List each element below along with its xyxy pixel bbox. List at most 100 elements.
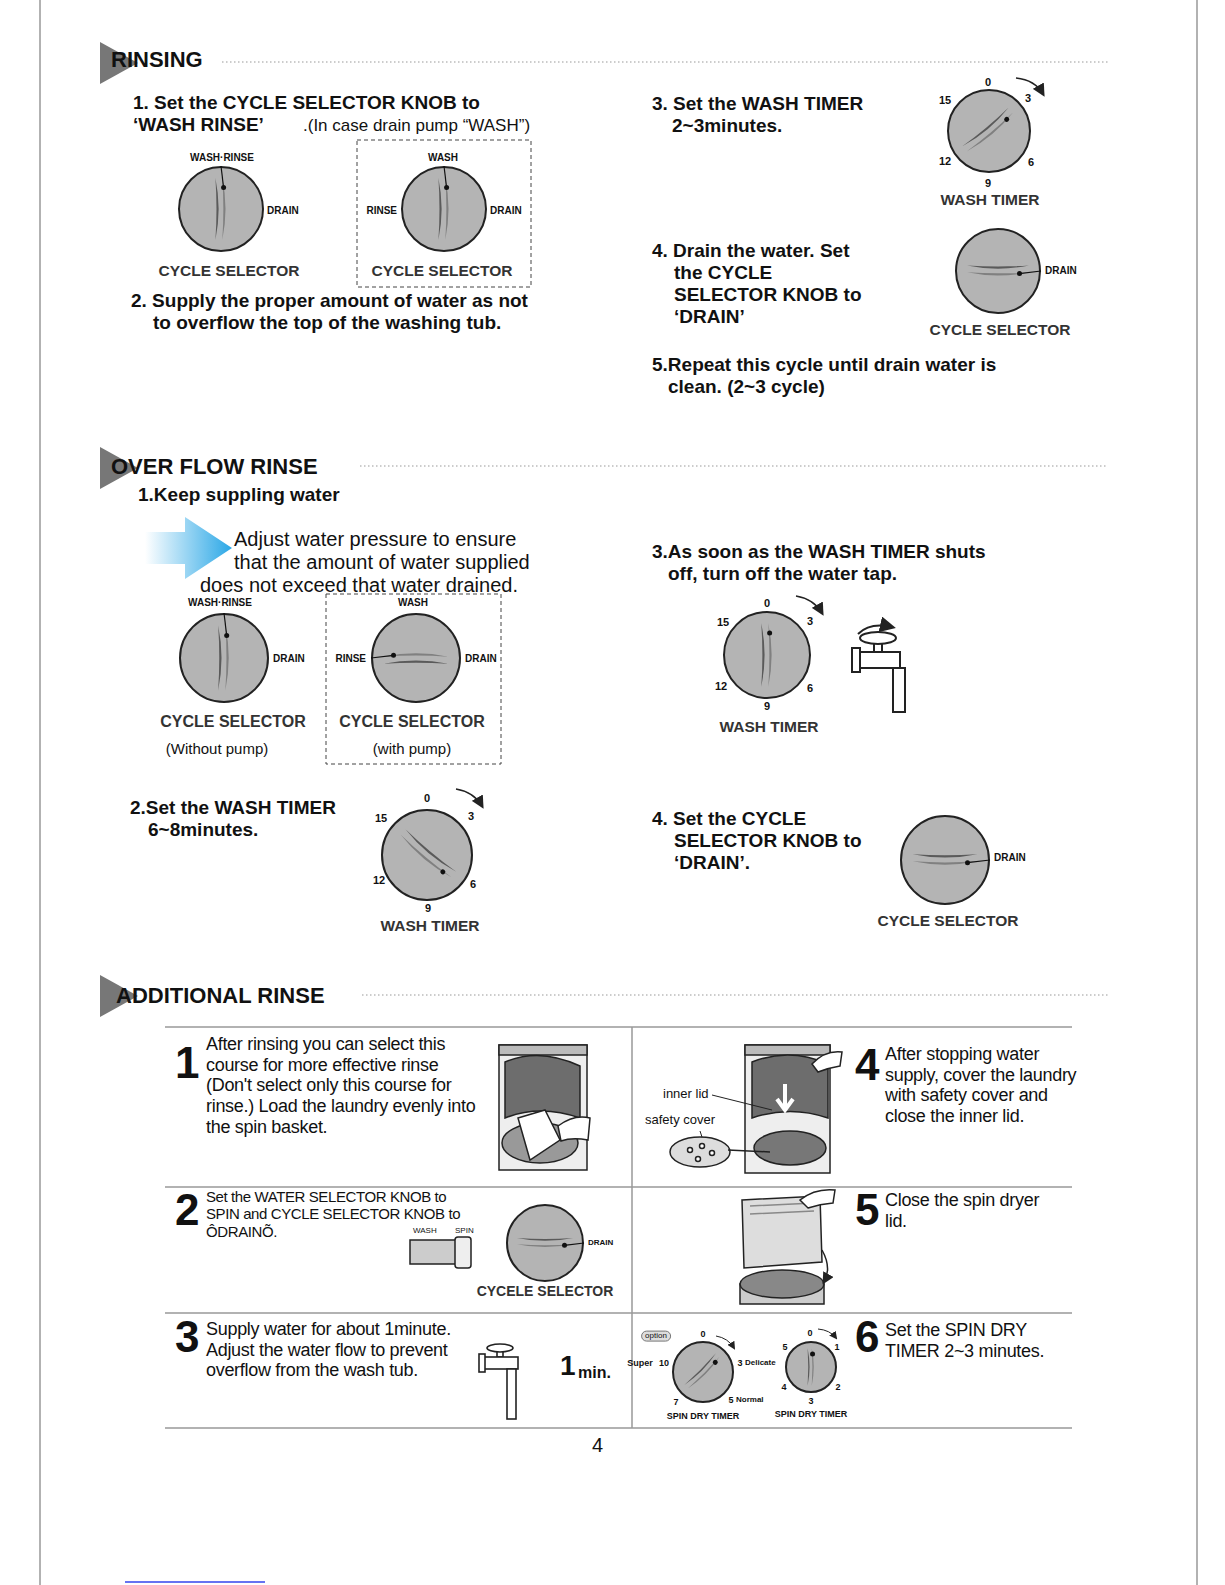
drawing-part xyxy=(754,1131,826,1165)
drawing-part xyxy=(517,1238,573,1241)
knob-face xyxy=(672,1341,734,1403)
drawing-part xyxy=(438,166,449,240)
drawing-part xyxy=(948,90,1030,172)
instruction-text: 5.Repeat this cycle until drain water is… xyxy=(652,354,1048,398)
dial-label: option xyxy=(641,1331,671,1342)
drawing-part xyxy=(125,1581,265,1583)
drawing-part xyxy=(962,107,1015,154)
dial-label: CYCLE SELECTOR xyxy=(372,262,513,280)
drawing-part xyxy=(860,632,896,644)
drawing-part xyxy=(221,166,224,188)
drawing-part xyxy=(786,1342,836,1392)
step-cell: 2Set the WATER SELECTOR KNOB to SPIN and… xyxy=(165,1187,632,1313)
page-number: 4 xyxy=(592,1434,603,1457)
dial-label: Super xyxy=(627,1358,653,1368)
drawing-part xyxy=(1196,0,1198,1585)
dial-label: DRAIN xyxy=(273,653,305,665)
step-number: 4 xyxy=(855,1040,879,1091)
section-heading: RINSING xyxy=(111,47,203,72)
drawing-part xyxy=(180,614,268,702)
drawing-part xyxy=(684,1353,717,1386)
drawing-part xyxy=(507,1205,583,1281)
drawing-part xyxy=(688,1357,721,1390)
drawing-part xyxy=(371,655,394,658)
dial-label: 3 xyxy=(737,1358,742,1368)
dial-label: 3 xyxy=(807,615,813,628)
instruction-text: 2. Supply the proper amount of water as … xyxy=(131,290,543,334)
dial-label: 12 xyxy=(715,680,727,693)
instruction-note: .(In case drain pump “WASH”) xyxy=(303,116,530,136)
dial-label: 15 xyxy=(375,812,387,825)
instruction-text: 3.As soon as the WASH TIMER shuts off, t… xyxy=(652,541,1013,585)
dial-label: 0 xyxy=(424,792,430,805)
drawing-part xyxy=(761,623,764,686)
machine-cover xyxy=(670,1045,842,1173)
step-number: 3 xyxy=(175,1312,199,1363)
drawing-part xyxy=(371,614,460,702)
drawing-part xyxy=(165,1186,1072,1188)
dial-label: 15 xyxy=(939,94,951,107)
drawing-part xyxy=(360,465,1108,466)
drawing-part xyxy=(670,1137,730,1167)
switch-label: WASH xyxy=(413,1226,437,1235)
drawing-part xyxy=(39,0,41,1585)
drawing-part xyxy=(913,854,978,857)
knob-face xyxy=(785,1341,837,1393)
drawing-part xyxy=(399,835,452,880)
drawing-part xyxy=(479,1354,485,1372)
drawing-part xyxy=(439,868,446,875)
drawing-part xyxy=(901,816,989,904)
knob-dial: WASH·RINSEDRAINCYCLE SELECTOR(Without pu… xyxy=(179,613,269,703)
drawing-part xyxy=(165,1312,1072,1314)
drawing-part xyxy=(1020,271,1042,274)
drawing-part xyxy=(852,648,860,672)
drawing-part xyxy=(777,1084,793,1110)
drawing-part xyxy=(808,1348,810,1385)
knob-dial: 03691215WASH TIMER xyxy=(381,809,473,901)
drawing-part xyxy=(565,1243,585,1245)
dial-label: CYCELE SELECTOR xyxy=(477,1283,614,1299)
section-heading: ADDITIONAL RINSE xyxy=(116,983,325,1008)
drawing-part xyxy=(382,810,472,900)
turn-arrow xyxy=(456,78,1043,1348)
drawing-part xyxy=(456,789,482,806)
page-border xyxy=(40,0,1197,1585)
dial-label: RINSE xyxy=(366,205,397,217)
part-label: inner lid xyxy=(663,1087,709,1102)
drawing-part xyxy=(357,140,531,287)
dial-label: CYCLE SELECTOR xyxy=(159,262,300,280)
dial-label: DRAIN xyxy=(490,205,522,217)
drawing-part xyxy=(507,1205,584,1281)
drawing-part xyxy=(818,1329,836,1338)
dial-label: 12 xyxy=(939,155,951,168)
dial-label: 0 xyxy=(764,597,770,610)
water-tap xyxy=(479,1344,518,1419)
dial-label: SPIN DRY TIMER xyxy=(667,1411,740,1421)
knob-dial: 012345SPIN DRY TIMER xyxy=(785,1341,837,1393)
drawing-part xyxy=(215,178,218,240)
step-text: Close the spin dryer lid. xyxy=(885,1190,1065,1231)
knob-dial: DRAINCYCELE SELECTOR xyxy=(506,1204,584,1282)
dial-label: WASH xyxy=(398,597,428,609)
drawing-part xyxy=(372,614,460,702)
drawing-part xyxy=(165,1427,1072,1429)
dial-label: 15 xyxy=(717,616,729,629)
dial-label: 3 xyxy=(468,810,474,823)
dial-label: CYCLE SELECTOR xyxy=(878,912,1019,930)
drawing-part xyxy=(518,1110,560,1160)
dial-label: 9 xyxy=(985,177,991,190)
drawing-part xyxy=(631,1027,633,1428)
dial-label: 6 xyxy=(807,682,813,695)
drawing-part xyxy=(218,626,221,691)
knob-face xyxy=(371,613,461,703)
drawing-part xyxy=(1003,116,1010,123)
water-selector-switch xyxy=(410,1237,471,1268)
step-number: 2 xyxy=(175,1185,199,1236)
dial-label: 12 xyxy=(373,874,385,887)
drawing-part xyxy=(858,652,900,668)
drawing-part xyxy=(558,1117,590,1141)
drawing-part xyxy=(487,1344,513,1352)
dial-label: 5 xyxy=(782,1342,787,1352)
drawing-part xyxy=(222,61,1108,62)
drawing-part xyxy=(684,1353,721,1390)
